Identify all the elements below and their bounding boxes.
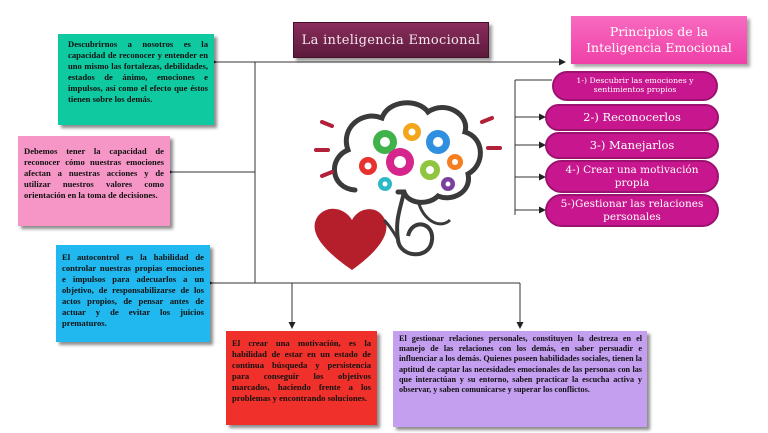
principle-3: 3-) Manejarlos [545, 132, 719, 159]
principle-5: 5-)Gestionar las relaciones personales [545, 194, 719, 227]
reconocer-text: Debemos tener la capacidad de reconocer … [24, 146, 164, 200]
principles-header-text: Principios de la Inteligencia Emocional [586, 24, 732, 55]
brain-gears-heart-icon [314, 100, 502, 270]
descubrirnos-text: Descubrirnos a nosotros es la capacidad … [68, 39, 208, 104]
principle-4-label: 4-) Crear una motivación propia [565, 164, 699, 189]
relaciones-text: El gestionar relaciones personales, cons… [399, 334, 642, 394]
principle-2-label: 2-) Reconocerlos [583, 109, 681, 124]
autocontrol-text: El autocontrol es la habilidad de contro… [62, 252, 204, 328]
page-title: La inteligencia Emocional [301, 32, 481, 48]
principle-4: 4-) Crear una motivación propia [545, 160, 719, 193]
principles-header: Principios de la Inteligencia Emocional [571, 16, 747, 64]
motivacion-box: El crear una motivación, es la habilidad… [226, 331, 377, 425]
descubrirnos-box: Descubrirnos a nosotros es la capacidad … [58, 34, 214, 125]
title-banner: La inteligencia Emocional [293, 22, 489, 58]
heart-icon [314, 208, 387, 270]
principle-2: 2-) Reconocerlos [545, 104, 719, 131]
reconocer-box: Debemos tener la capacidad de reconocer … [18, 136, 170, 226]
principle-1-label: 1-) Descubrir las emociones y sentimient… [576, 76, 694, 94]
principle-5-label: 5-)Gestionar las relaciones personales [560, 198, 704, 223]
autocontrol-box: El autocontrol es la habilidad de contro… [56, 245, 210, 342]
relaciones-box: El gestionar relaciones personales, cons… [393, 331, 647, 427]
principle-1: 1-) Descubrir las emociones y sentimient… [552, 71, 718, 101]
gear-icon [359, 123, 463, 191]
motivacion-text: El crear una motivación, es la habilidad… [232, 338, 371, 403]
principle-3-label: 3-) Manejarlos [589, 137, 675, 152]
